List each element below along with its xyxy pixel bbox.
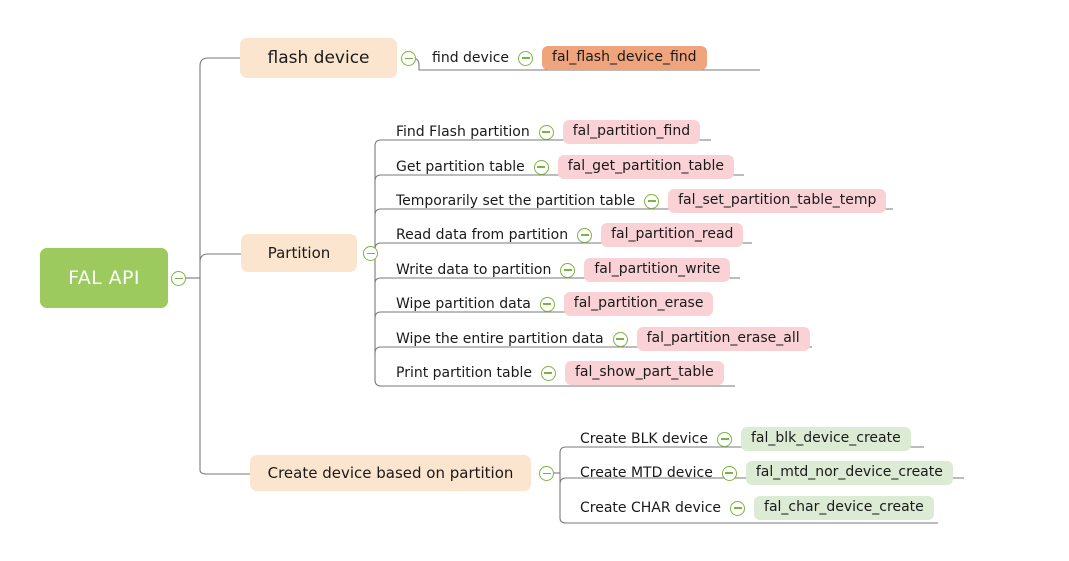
function-badge-fal-blk-device-create[interactable]: fal_blk_device_create	[741, 427, 911, 451]
collapse-icon-find-flash-partition[interactable]	[538, 124, 554, 140]
leaf-label-find-flash-partition: Find Flash partition	[396, 124, 530, 140]
collapse-icon-find-device[interactable]	[518, 50, 534, 66]
collapse-icon-wipe-partition-data[interactable]	[539, 296, 555, 312]
topic-node-create-device[interactable]: Create device based on partition	[250, 455, 531, 491]
function-badge-fal-char-device-create[interactable]: fal_char_device_create	[754, 496, 934, 520]
leaf-label-set-partition-table-temp: Temporarily set the partition table	[396, 193, 636, 209]
leaf-label-create-char-device: Create CHAR device	[580, 500, 722, 516]
leaf-row-find-device[interactable]: find device fal_flash_device_find	[432, 45, 707, 71]
function-badge-fal-show-part-table[interactable]: fal_show_part_table	[564, 361, 724, 385]
leaf-row-print-partition-table[interactable]: Print partition table fal_show_part_tabl…	[396, 360, 724, 386]
leaf-row-create-char-device[interactable]: Create CHAR device fal_char_device_creat…	[580, 495, 934, 521]
leaf-row-create-blk-device[interactable]: Create BLK device fal_blk_device_create	[580, 426, 911, 452]
topic-node-flash-device[interactable]: flash device	[240, 38, 397, 78]
leaf-row-wipe-entire-partition-data[interactable]: Wipe the entire partition data fal_parti…	[396, 326, 810, 352]
topic-node-partition[interactable]: Partition	[241, 234, 357, 272]
collapse-icon-flash-device[interactable]	[401, 51, 416, 66]
collapse-icon-create-device[interactable]	[539, 466, 554, 481]
function-badge-fal-set-partition-table-temp[interactable]: fal_set_partition_table_temp	[668, 189, 887, 213]
function-badge-fal-partition-erase-all[interactable]: fal_partition_erase_all	[636, 327, 810, 351]
leaf-label-print-partition-table: Print partition table	[396, 365, 532, 381]
leaf-row-write-data-to-partition[interactable]: Write data to partition fal_partition_wr…	[396, 257, 731, 283]
leaf-label-get-partition-table: Get partition table	[396, 159, 525, 175]
leaf-label-create-mtd-device: Create MTD device	[580, 465, 713, 481]
topic-label-create-device: Create device based on partition	[267, 464, 514, 482]
collapse-icon-get-partition-table[interactable]	[533, 159, 549, 175]
root-label: FAL API	[68, 267, 140, 289]
function-badge-fal-flash-device-find[interactable]: fal_flash_device_find	[542, 46, 707, 70]
leaf-label-read-data-from-partition: Read data from partition	[396, 227, 569, 243]
leaf-label-write-data-to-partition: Write data to partition	[396, 262, 552, 278]
collapse-icon-create-mtd-device[interactable]	[721, 465, 737, 481]
collapse-icon-print-partition-table[interactable]	[540, 365, 556, 381]
leaf-label-create-blk-device: Create BLK device	[580, 431, 708, 447]
function-badge-fal-partition-erase[interactable]: fal_partition_erase	[563, 292, 714, 316]
collapse-icon-partition[interactable]	[363, 246, 378, 261]
function-badge-fal-partition-write[interactable]: fal_partition_write	[584, 258, 731, 282]
function-badge-fal-get-partition-table[interactable]: fal_get_partition_table	[557, 155, 734, 179]
collapse-icon-set-partition-table-temp[interactable]	[644, 193, 660, 209]
topic-label-flash-device: flash device	[267, 48, 370, 68]
function-badge-fal-mtd-nor-device-create[interactable]: fal_mtd_nor_device_create	[745, 461, 953, 485]
leaf-label-wipe-partition-data: Wipe partition data	[396, 296, 531, 312]
leaf-row-read-data-from-partition[interactable]: Read data from partition fal_partition_r…	[396, 222, 744, 248]
leaf-label-wipe-entire-partition-data: Wipe the entire partition data	[396, 331, 604, 347]
collapse-icon-create-blk-device[interactable]	[717, 431, 732, 447]
function-badge-fal-partition-read[interactable]: fal_partition_read	[601, 223, 744, 247]
collapse-icon-create-char-device[interactable]	[730, 500, 746, 516]
leaf-row-find-flash-partition[interactable]: Find Flash partition fal_partition_find	[396, 119, 701, 145]
root-node[interactable]: FAL API	[40, 248, 168, 308]
collapse-icon-root[interactable]	[171, 271, 186, 286]
leaf-row-wipe-partition-data[interactable]: Wipe partition data fal_partition_erase	[396, 291, 714, 317]
leaf-row-create-mtd-device[interactable]: Create MTD device fal_mtd_nor_device_cre…	[580, 460, 953, 486]
leaf-row-get-partition-table[interactable]: Get partition table fal_get_partition_ta…	[396, 154, 734, 180]
leaf-row-set-partition-table-temp[interactable]: Temporarily set the partition table fal_…	[396, 188, 887, 214]
collapse-icon-wipe-entire-partition-data[interactable]	[612, 331, 628, 347]
collapse-icon-read-data-from-partition[interactable]	[577, 227, 593, 243]
function-badge-fal-partition-find[interactable]: fal_partition_find	[562, 120, 701, 144]
leaf-label-find-device: find device	[432, 50, 510, 66]
topic-label-partition: Partition	[267, 244, 331, 262]
collapse-icon-write-data-to-partition[interactable]	[560, 262, 576, 278]
